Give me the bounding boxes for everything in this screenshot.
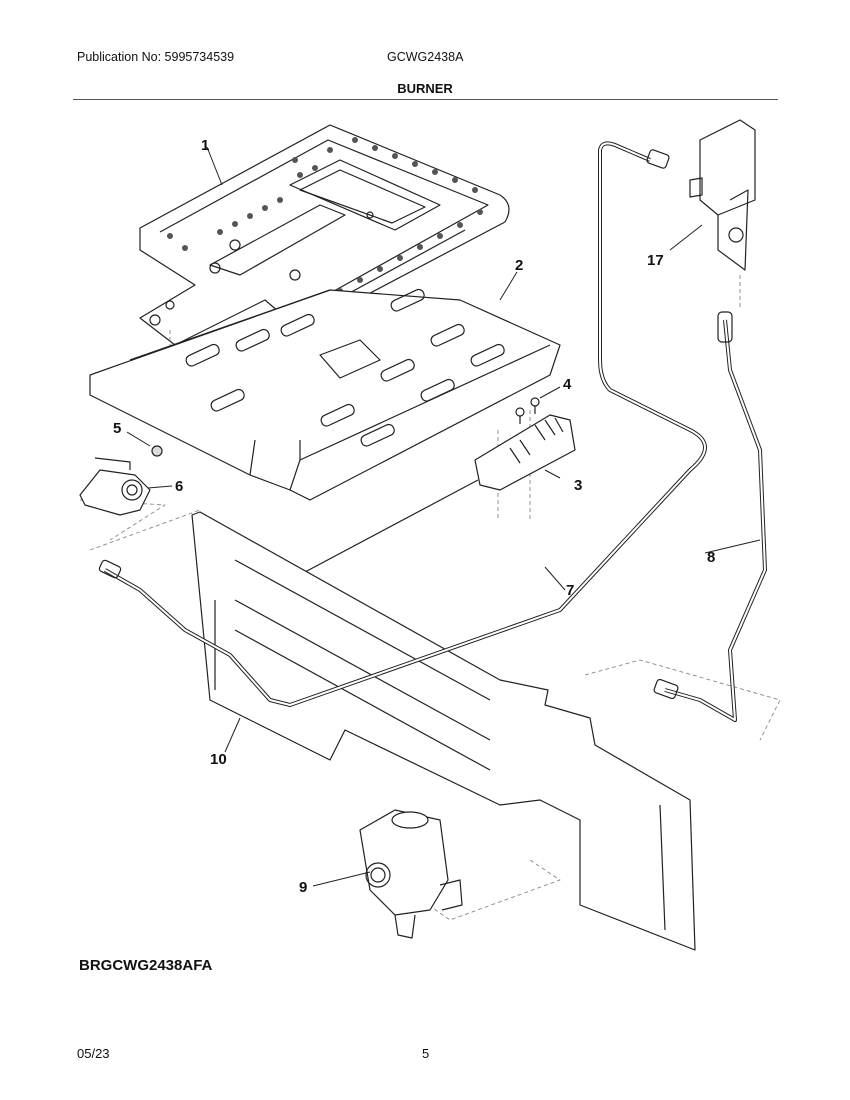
part-10-mounting-bracket — [191, 511, 696, 951]
part-7-gas-tube — [98, 141, 707, 707]
callout-5: 5 — [113, 420, 121, 437]
part-2-burner-base — [89, 288, 561, 501]
callout-1: 1 — [201, 137, 209, 154]
footer-date: 05/23 — [77, 1046, 110, 1061]
callout-10: 10 — [210, 751, 227, 768]
callout-6: 6 — [175, 478, 183, 495]
part-9-pressure-regulator — [359, 809, 463, 939]
callout-17: 17 — [647, 252, 664, 269]
part-17-valve — [689, 119, 756, 271]
section-title: BURNER — [397, 81, 453, 96]
callout-9: 9 — [299, 879, 307, 896]
model-number: GCWG2438A — [387, 50, 464, 64]
part-8-gas-tube — [653, 311, 767, 722]
part-6-orifice-holder — [79, 457, 151, 516]
publication-number: Publication No: 5995734539 — [77, 50, 235, 64]
diagram-code: BRGCWG2438AFA — [79, 957, 213, 974]
callout-2: 2 — [515, 257, 523, 274]
callout-4: 4 — [563, 376, 572, 393]
callout-7: 7 — [566, 582, 574, 599]
header-divider — [73, 99, 778, 100]
page-number: 5 — [422, 1046, 430, 1061]
part-4-screws — [515, 397, 540, 424]
part-5-orifice — [151, 445, 163, 457]
part-1-burner-plate — [139, 124, 510, 346]
callout-3: 3 — [574, 477, 582, 494]
callout-8: 8 — [707, 549, 715, 566]
